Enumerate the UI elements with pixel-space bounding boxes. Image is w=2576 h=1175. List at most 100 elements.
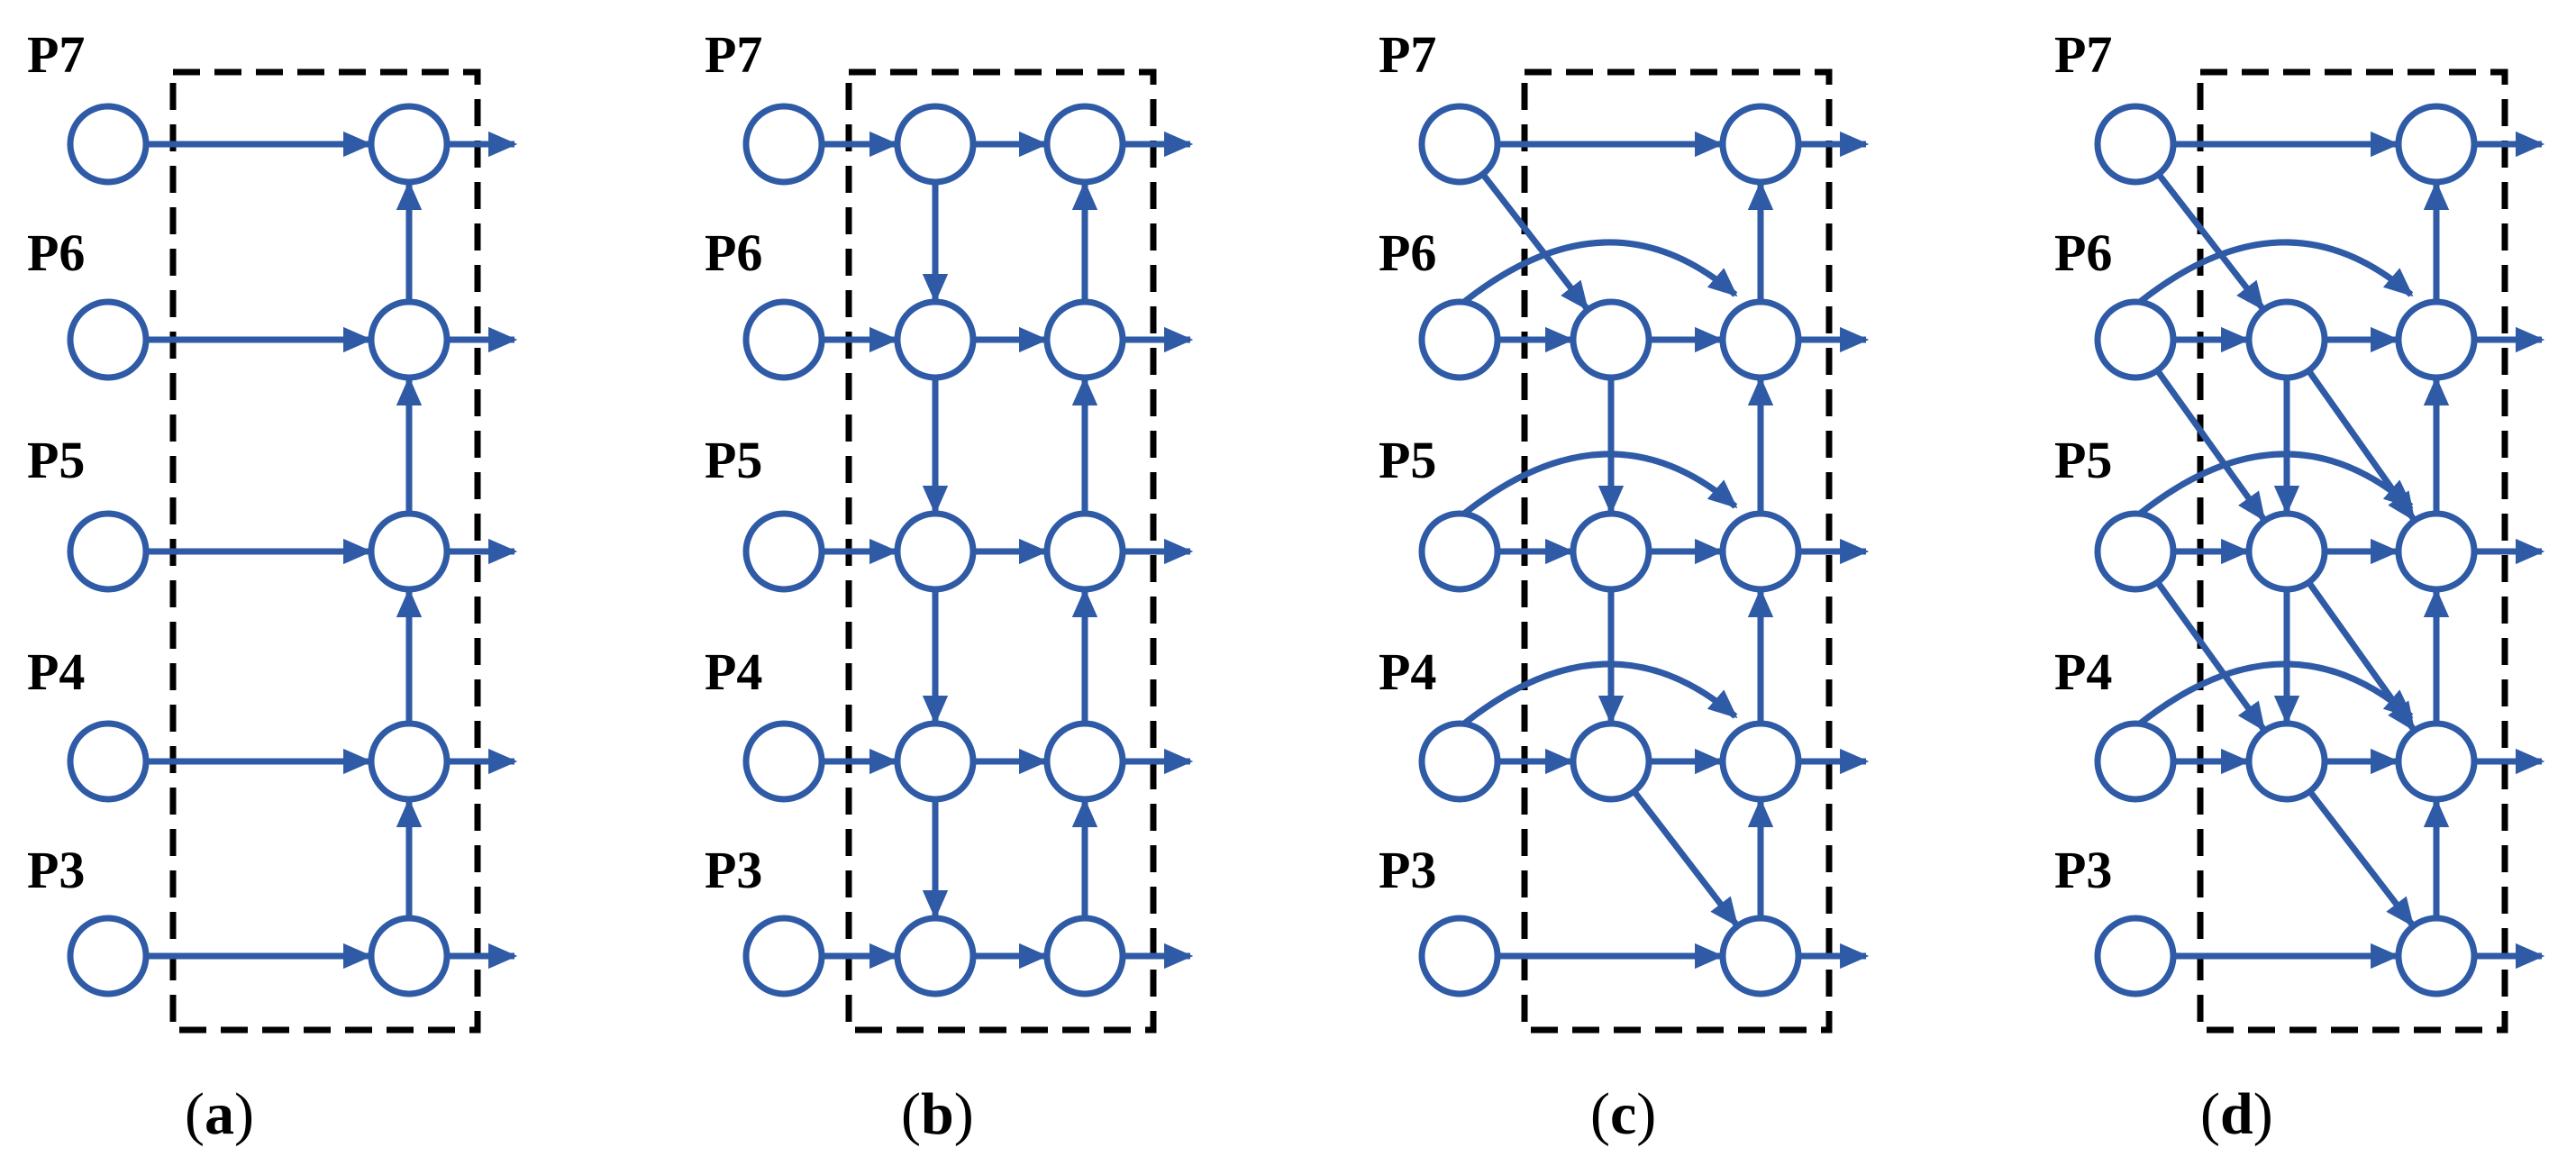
output-node-p4 (368, 720, 451, 803)
input-node-p4 (67, 720, 150, 803)
top-down-diagonal-edge (2307, 789, 2415, 927)
output-node-p3 (1719, 915, 1802, 997)
intermediate-node-p6 (2245, 298, 2328, 381)
output-node-p4 (2395, 720, 2478, 803)
edges (146, 131, 518, 970)
input-node-p4 (2094, 720, 2177, 803)
caption-close-paren: ) (1636, 1081, 1656, 1147)
intermediate-node-p5 (894, 510, 977, 593)
output-node-p5 (368, 510, 451, 593)
intermediate-node-p6 (894, 298, 977, 381)
level-label-p7: P7 (2054, 25, 2112, 84)
edges (2137, 131, 2545, 970)
panel-caption: (b) (901, 1081, 974, 1147)
level-label-p6: P6 (27, 223, 85, 282)
caption-close-paren: ) (2253, 1081, 2273, 1147)
caption-letter: c (1610, 1081, 1636, 1147)
top-down-diagonal-edge (2155, 172, 2265, 311)
input-node-p7 (2094, 103, 2177, 186)
caption-open-paren: ( (1590, 1081, 1610, 1147)
level-label-p3: P3 (27, 841, 85, 899)
level-label-p7: P7 (1379, 25, 1436, 84)
skip-arc-edge (1461, 451, 1738, 516)
input-node-p3 (2094, 915, 2177, 997)
level-label-p7: P7 (705, 25, 762, 84)
caption-close-paren: ) (234, 1081, 254, 1147)
caption-letter: d (2220, 1081, 2253, 1147)
output-node-p7 (368, 103, 451, 186)
caption-open-paren: ( (185, 1081, 205, 1147)
level-label-p3: P3 (705, 841, 762, 899)
input-node-p6 (1418, 298, 1501, 381)
intermediate-node-p7 (894, 103, 977, 186)
caption-open-paren: ( (2200, 1081, 2220, 1147)
output-node-p6 (1719, 298, 1802, 381)
cross-scale-edge (2154, 580, 2267, 732)
level-label-p3: P3 (2054, 841, 2112, 899)
output-node-p6 (2395, 298, 2478, 381)
skip-arc-edge (1461, 239, 1738, 305)
panel-caption: (a) (185, 1081, 254, 1147)
skip-arc-edge (2137, 451, 2414, 516)
skip-arc-edge (2137, 660, 2414, 726)
cross-scale-edge (2306, 580, 2417, 732)
level-label-p5: P5 (27, 431, 85, 489)
output-node-p4 (1043, 720, 1126, 803)
input-node-p5 (1418, 510, 1501, 593)
input-node-p4 (742, 720, 825, 803)
output-node-p3 (2395, 915, 2478, 997)
nodes (2094, 103, 2478, 997)
input-node-p5 (67, 510, 150, 593)
cross-scale-edge (2306, 369, 2417, 522)
output-node-p5 (1043, 510, 1126, 593)
panel-caption: (c) (1590, 1081, 1656, 1147)
input-node-p5 (2094, 510, 2177, 593)
level-label-p5: P5 (705, 431, 762, 489)
level-label-p3: P3 (1379, 841, 1436, 899)
output-node-p7 (2395, 103, 2478, 186)
intermediate-node-p6 (1570, 298, 1652, 381)
input-node-p7 (67, 103, 150, 186)
output-node-p5 (2395, 510, 2478, 593)
output-node-p6 (368, 298, 451, 381)
output-node-p3 (368, 915, 451, 997)
skip-arc-edge (1461, 660, 1738, 726)
nodes (742, 103, 1126, 997)
level-label-p4: P4 (2054, 642, 2112, 701)
intermediate-node-p5 (1570, 510, 1652, 593)
output-node-p6 (1043, 298, 1126, 381)
intermediate-node-p5 (2245, 510, 2328, 593)
input-node-p3 (1418, 915, 1501, 997)
level-label-p4: P4 (1379, 642, 1436, 701)
level-label-p6: P6 (705, 223, 762, 282)
output-node-p7 (1043, 103, 1126, 186)
intermediate-node-p4 (894, 720, 977, 803)
input-node-p5 (742, 510, 825, 593)
panel-caption: (d) (2200, 1081, 2273, 1147)
level-label-p6: P6 (1379, 223, 1436, 282)
input-node-p6 (67, 298, 150, 381)
level-label-p7: P7 (27, 25, 85, 84)
caption-letter: b (921, 1081, 954, 1147)
input-node-p6 (742, 298, 825, 381)
edges (1461, 131, 1870, 970)
level-label-p4: P4 (27, 642, 85, 701)
input-node-p3 (742, 915, 825, 997)
input-node-p7 (742, 103, 825, 186)
level-label-p6: P6 (2054, 223, 2112, 282)
output-node-p3 (1043, 915, 1126, 997)
caption-open-paren: ( (901, 1081, 921, 1147)
cross-scale-edge (2154, 369, 2267, 522)
intermediate-node-p4 (1570, 720, 1652, 803)
intermediate-node-p4 (2245, 720, 2328, 803)
input-node-p4 (1418, 720, 1501, 803)
output-node-p4 (1719, 720, 1802, 803)
skip-arc-edge (2137, 239, 2414, 305)
intermediate-node-p3 (894, 915, 977, 997)
output-node-p7 (1719, 103, 1802, 186)
top-down-diagonal-edge (1631, 789, 1739, 927)
